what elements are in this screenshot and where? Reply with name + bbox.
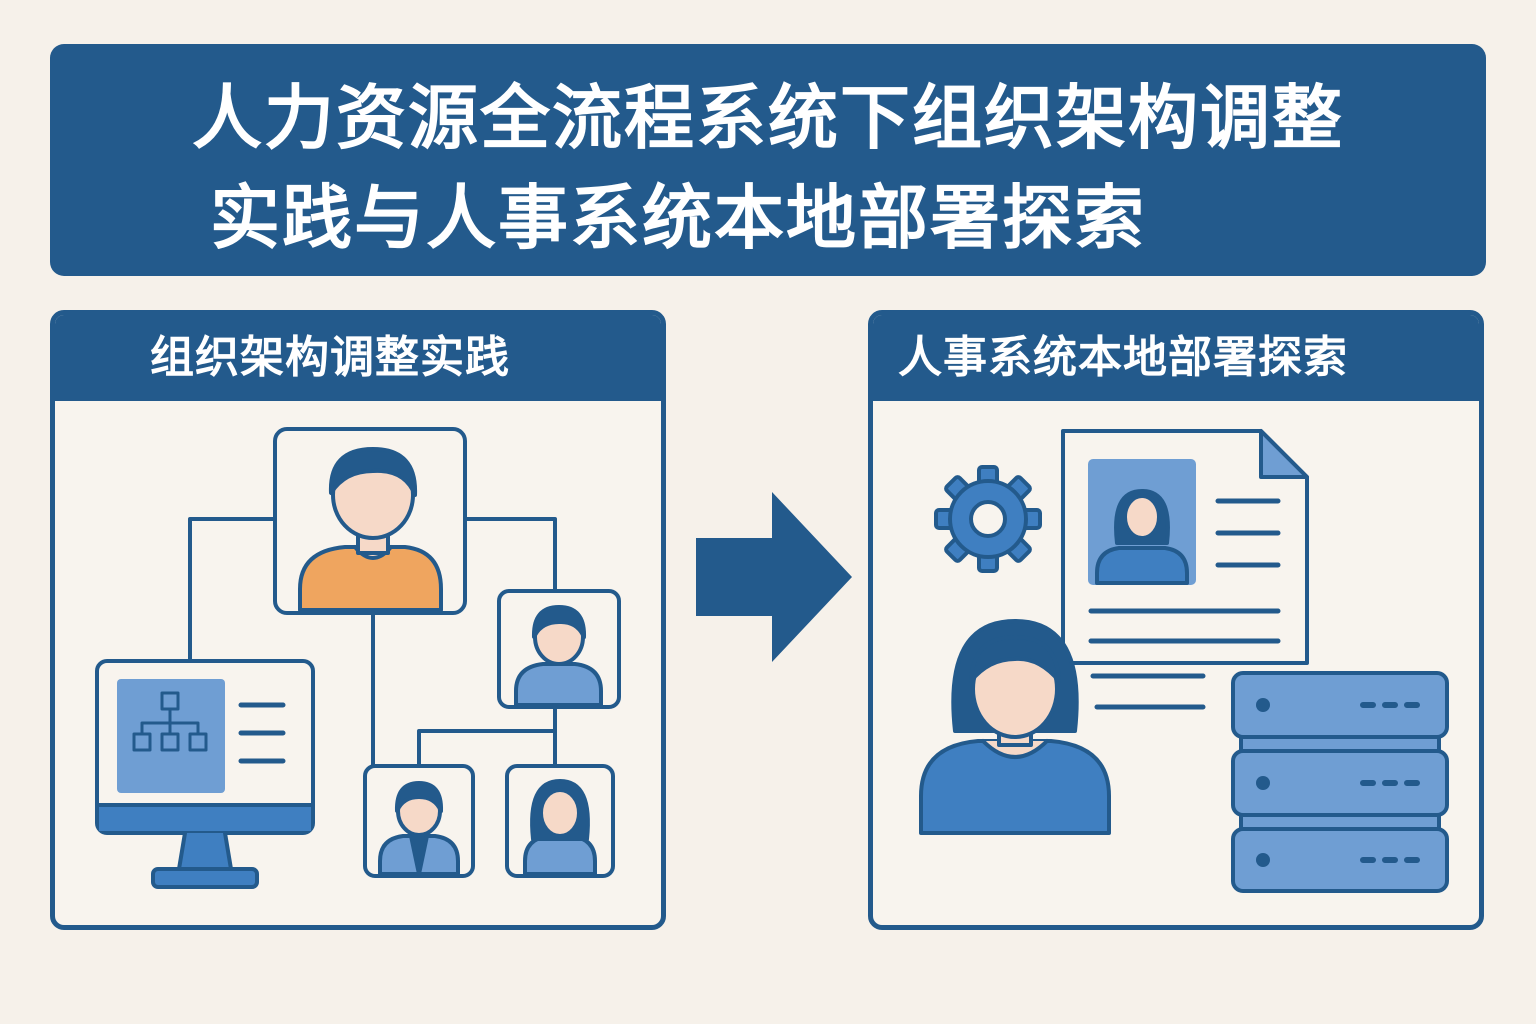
employee-avatar-icon: [505, 764, 615, 878]
title-line-1: 人力资源全流程系统下组织架构调整: [192, 77, 1344, 159]
gear-icon: [934, 465, 1042, 573]
arrow-right-icon: [696, 492, 852, 662]
employee-profile-document-icon: [1061, 429, 1309, 710]
org-chart-illustration: [95, 427, 621, 889]
hr-local-deployment-panel: 人事系统本地部署探索: [868, 310, 1484, 930]
user-avatar-icon: [919, 619, 1111, 835]
org-chart-monitor-icon: [95, 659, 315, 889]
employee-avatar-icon: [497, 589, 621, 709]
employee-avatar-icon: [363, 764, 475, 878]
hr-deployment-illustration: [919, 429, 1449, 893]
org-restructure-panel: 组织架构调整实践: [50, 310, 666, 930]
org-restructure-header: 组织架构调整实践: [55, 315, 661, 401]
hr-local-deployment-header: 人事系统本地部署探索: [873, 315, 1479, 401]
manager-avatar-icon: [273, 427, 467, 615]
title-banner: 人力资源全流程系统下组织架构调整 实践与人事系统本地部署探索: [50, 44, 1486, 276]
title-line-2: 实践与人事系统本地部署探索: [210, 177, 1146, 259]
server-stack-icon: [1231, 671, 1449, 893]
org-connector-lines: [188, 517, 557, 768]
